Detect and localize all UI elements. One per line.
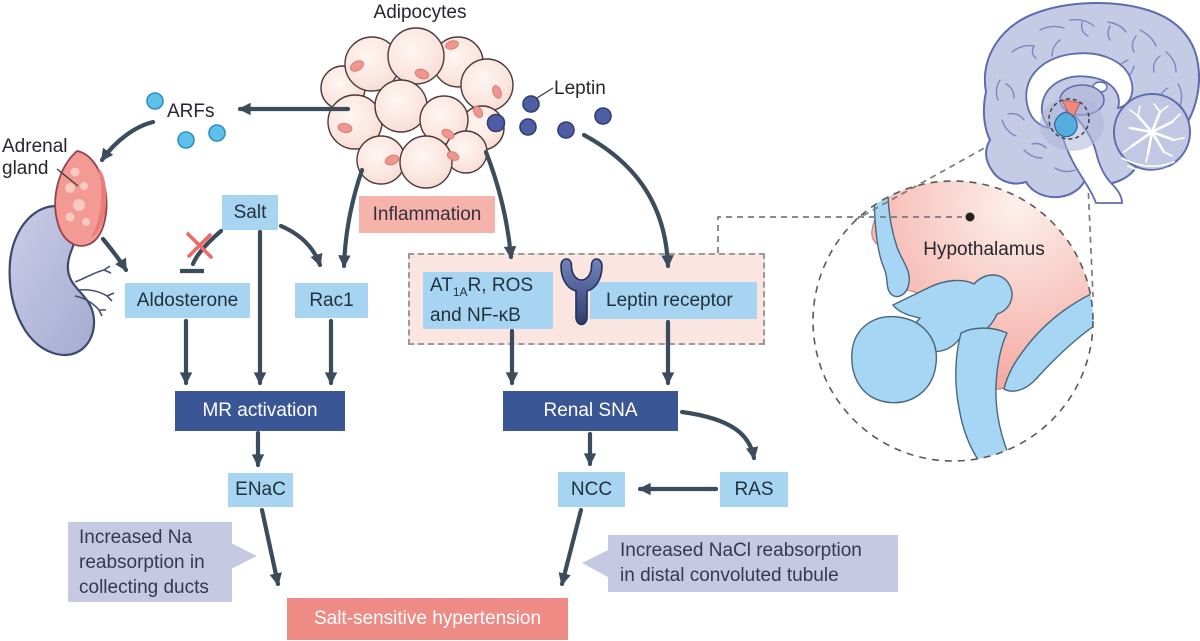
adrenal-pointer-line: [56, 168, 79, 187]
at1ar-line1: AT1AR, ROS: [430, 275, 534, 299]
leptin-receptor-icon: [560, 258, 603, 326]
adrenal-gland-label: Adrenal gland: [2, 136, 68, 179]
node-at1ar-ros-nfkb: AT1AR, ROS and NF-κB: [423, 272, 553, 329]
node-mr-activation: MR activation: [175, 391, 345, 431]
leptin-pointer-line: [536, 87, 554, 99]
callout-na-reabsorption: Increased Na reabsorption in collecting …: [68, 522, 232, 602]
leptin-label: Leptin: [554, 78, 606, 99]
cerebellum: [1113, 93, 1191, 173]
zoom-source-circle: [1048, 98, 1090, 140]
adipocytes-illustration: [320, 27, 514, 189]
node-ncc: NCC: [558, 472, 625, 507]
node-rac1: Rac1: [295, 283, 368, 318]
node-inflammation: Inflammation: [359, 196, 495, 233]
arrow-enac-to-hypertension: [259, 507, 282, 587]
hypothalamus-highlight: [1061, 99, 1081, 122]
pituitary-highlight: [1054, 111, 1078, 138]
inhibition-x-icon: [186, 232, 213, 259]
arf-dots: [146, 92, 226, 149]
adrenal-gland-icon: [54, 150, 108, 247]
callout-pointer-right: [582, 550, 608, 577]
node-salt: Salt: [222, 195, 278, 230]
arrow-arfs-to-adrenal: [99, 119, 156, 163]
adipocytes-label: Adipocytes: [373, 2, 467, 23]
node-renal-sna: Renal SNA: [503, 391, 678, 431]
arrow-adrenal-to-aldosterone: [100, 236, 129, 273]
hypothalamus-inset: [812, 180, 1094, 462]
brain-illustration: [982, 2, 1200, 204]
node-enac: ENaC: [228, 473, 293, 507]
arrow-salt-to-rac1: [278, 223, 323, 268]
arfs-label: ARFs: [167, 101, 215, 122]
flow-arrows: [99, 102, 759, 587]
callout-nacl-reabsorption: Increased NaCl reabsorption in distal co…: [608, 535, 898, 592]
arrow-adipocytes-to-rac1: [338, 167, 365, 269]
adipocyte-nuclei: [337, 40, 502, 166]
renal-vessels: [74, 265, 115, 317]
arrow-ncc-to-hypertension: [558, 507, 584, 587]
node-ras: RAS: [720, 472, 788, 507]
arrow-leptin-to-receptor: [581, 132, 674, 269]
node-aldosterone: Aldosterone: [125, 283, 250, 318]
arrow-adipocytes-to-at1ar: [483, 149, 517, 260]
hypothalamus-label: Hypothalamus: [923, 239, 1045, 260]
brain-sulci: [995, 18, 1183, 173]
callout-pointer-left: [231, 543, 257, 569]
node-leptin-receptor: Leptin receptor: [590, 282, 757, 319]
node-salt-sensitive-hypertension: Salt-sensitive hypertension: [287, 598, 568, 640]
callout-dot: [965, 212, 975, 222]
at1ar-line2: and NF-κB: [430, 304, 521, 326]
arrow-renal-sna-to-ras: [679, 409, 759, 461]
leptin-dots: [486, 95, 612, 139]
